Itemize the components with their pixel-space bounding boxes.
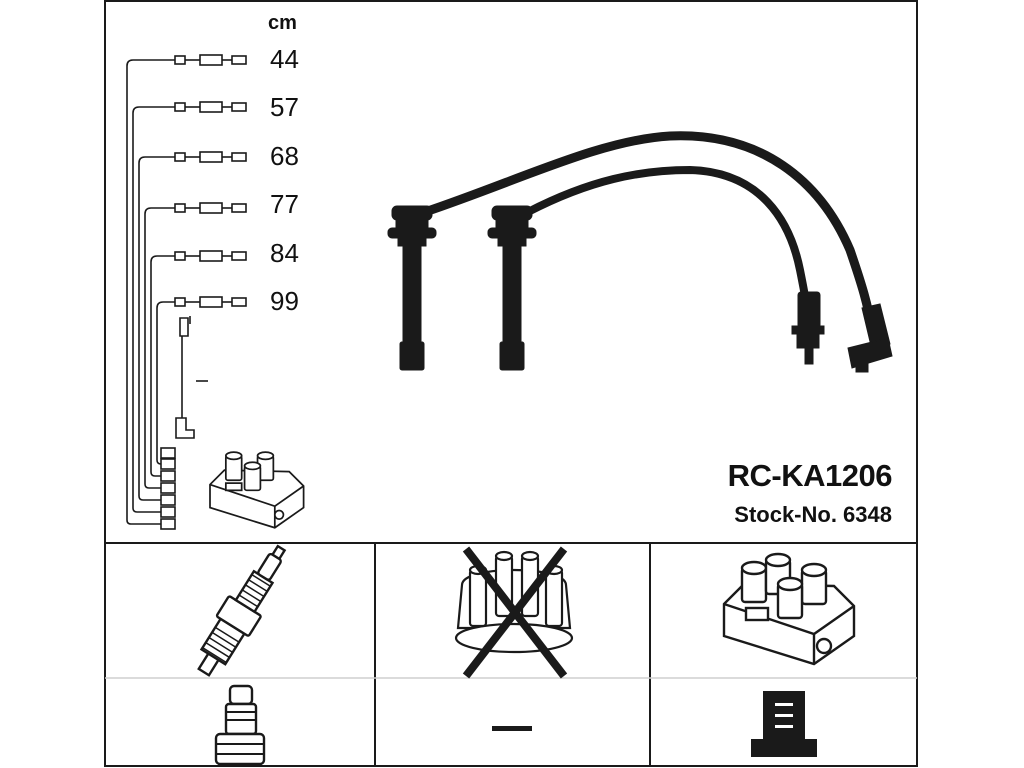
ignition-coil-small-icon bbox=[209, 451, 305, 529]
cable-wire-6 bbox=[156, 301, 175, 465]
cable-boot-3 bbox=[199, 151, 223, 163]
cable-tip-1 bbox=[231, 55, 247, 65]
cable-length-3: 68 bbox=[270, 141, 299, 171]
length-unit-label: cm bbox=[268, 12, 297, 34]
cable-length-4: 77 bbox=[270, 189, 299, 219]
stock-number: Stock-No. 6348 bbox=[734, 502, 892, 527]
part-number: RC-KA1206 bbox=[727, 458, 893, 493]
cable-terminal-6 bbox=[174, 297, 186, 307]
coil-boot-icon bbox=[751, 691, 817, 757]
cable-bottom-terminal-2 bbox=[160, 506, 176, 518]
cable-tip-6 bbox=[231, 297, 247, 307]
cable-tip-5 bbox=[231, 251, 247, 261]
cable-terminal-1 bbox=[174, 55, 186, 65]
cable-length-2: 57 bbox=[270, 92, 299, 122]
cable-bottom-terminal-6 bbox=[160, 458, 176, 470]
cable-boot-5 bbox=[199, 250, 223, 262]
cable-bottom-terminal-1 bbox=[160, 518, 176, 530]
cable-bottom-terminal-3 bbox=[160, 494, 176, 506]
cable-wire-5 bbox=[150, 255, 175, 477]
coil-lead-bottom bbox=[175, 417, 195, 439]
cable-terminal-5 bbox=[174, 251, 186, 261]
cable-tip-3 bbox=[231, 152, 247, 162]
coil-lead-top bbox=[179, 317, 189, 337]
cable-length-5: 84 bbox=[270, 238, 299, 268]
spark-plug-boot-icon bbox=[214, 684, 266, 766]
cable-bottom-terminal-5 bbox=[160, 470, 176, 482]
cable-terminal-3 bbox=[174, 152, 186, 162]
not-applicable-dash bbox=[492, 726, 532, 731]
cable-wire-4 bbox=[144, 207, 175, 489]
ignition-cable-set-icon bbox=[387, 131, 893, 373]
sheet-frame bbox=[104, 0, 918, 767]
cable-wire-1 bbox=[126, 59, 175, 525]
cable-tip-4 bbox=[231, 203, 247, 213]
cable-terminal-4 bbox=[174, 203, 186, 213]
cable-wire-3 bbox=[138, 156, 175, 501]
not-applicable-cross-icon bbox=[462, 546, 568, 679]
cable-length-diagram bbox=[126, 54, 247, 530]
ignition-coil-icon bbox=[722, 552, 856, 666]
cable-bottom-terminal-4 bbox=[160, 482, 176, 494]
cable-boot-4 bbox=[199, 202, 223, 214]
cable-wire-2 bbox=[132, 106, 175, 513]
cable-tip-2 bbox=[231, 102, 247, 112]
coil-lead-terminal bbox=[160, 447, 176, 459]
cable-boot-2 bbox=[199, 101, 223, 113]
cable-boot-1 bbox=[199, 54, 223, 66]
cable-length-6: 99 bbox=[270, 286, 299, 316]
cable-length-1: 44 bbox=[270, 44, 299, 74]
spark-plug-icon bbox=[197, 544, 287, 677]
cable-boot-6 bbox=[199, 296, 223, 308]
cable-terminal-2 bbox=[174, 102, 186, 112]
